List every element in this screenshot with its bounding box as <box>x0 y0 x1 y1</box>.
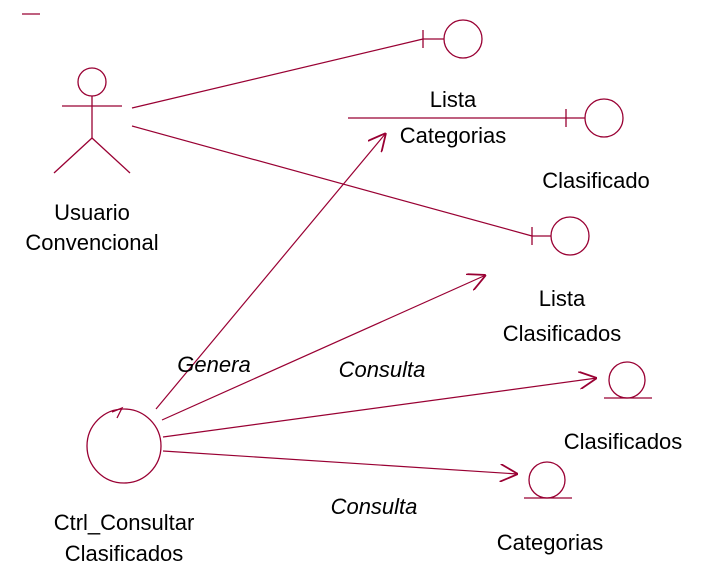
arrow-consulta-lista-clasificados <box>161 275 486 421</box>
arrow-consulta-categorias <box>162 450 518 474</box>
entity-categorias-label: Categorias <box>497 530 603 555</box>
entity-clasificados-label: Clasificados <box>564 429 683 454</box>
arrow-consulta-clasificados <box>162 378 597 438</box>
message-consulta-label-1: Consulta <box>339 357 426 382</box>
boundary-top[interactable] <box>422 19 483 59</box>
boundary-clasificado[interactable] <box>565 98 624 138</box>
control-label-line2: Clasificados <box>65 541 184 566</box>
entity-categorias[interactable] <box>524 461 572 499</box>
actor-label-line2: Convencional <box>25 230 158 255</box>
associations <box>131 38 566 237</box>
entity-clasificados[interactable] <box>604 361 652 399</box>
lista-clasificados-label-line1: Lista <box>539 286 586 311</box>
messages <box>155 133 597 474</box>
assoc-actor-boundary-top <box>131 38 424 109</box>
lista-categorias-label-line2: Categorias <box>400 123 506 148</box>
actor-usuario-convencional[interactable] <box>53 67 131 174</box>
assoc-actor-lista-clasificados <box>131 125 533 237</box>
lista-clasificados-label-line2: Clasificados <box>503 321 622 346</box>
clasificado-label: Clasificado <box>542 168 650 193</box>
message-consulta-label-2: Consulta <box>331 494 418 519</box>
boundary-lista-clasificados[interactable] <box>531 216 590 256</box>
arrow-genera <box>155 133 386 410</box>
lista-categorias-label-line1: Lista <box>430 87 477 112</box>
control-label-line1: Ctrl_Consultar <box>54 510 195 535</box>
actor-label-line1: Usuario <box>54 200 130 225</box>
message-genera-label: Genera <box>177 352 250 377</box>
control-ctrl-consultar[interactable] <box>86 406 162 484</box>
